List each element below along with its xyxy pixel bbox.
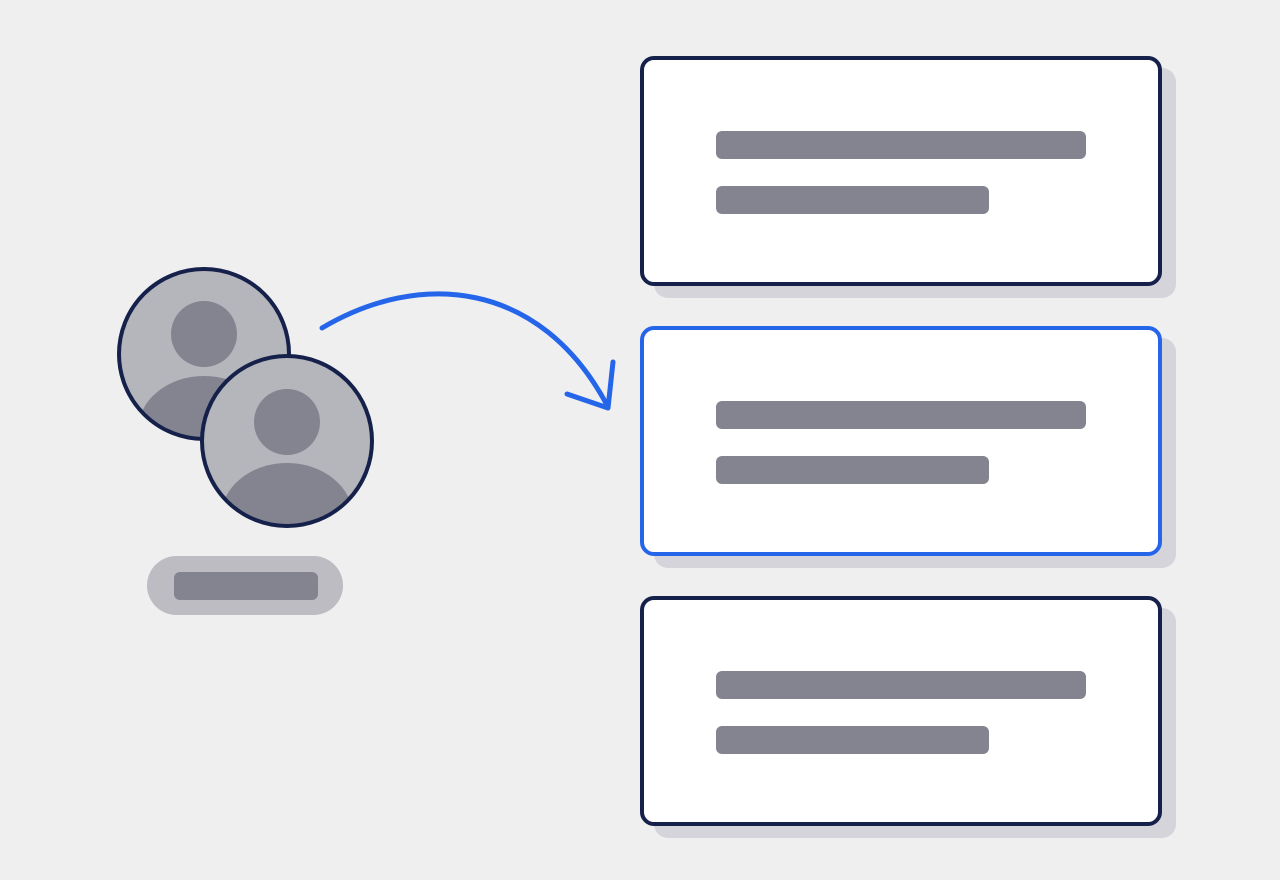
card-text-placeholder	[716, 131, 1086, 159]
card-bottom	[640, 596, 1162, 826]
user-avatar-icon	[200, 354, 374, 528]
card-text-placeholder	[716, 726, 989, 754]
card-middle-highlighted	[640, 326, 1162, 556]
curved-arrow-icon	[319, 291, 616, 411]
card-text-placeholder	[716, 186, 989, 214]
group-label-pill	[147, 556, 343, 615]
card-text-placeholder	[716, 671, 1086, 699]
group-label-placeholder	[174, 572, 318, 600]
card-text-placeholder	[716, 456, 989, 484]
card-top	[640, 56, 1162, 286]
card-text-placeholder	[716, 401, 1086, 429]
